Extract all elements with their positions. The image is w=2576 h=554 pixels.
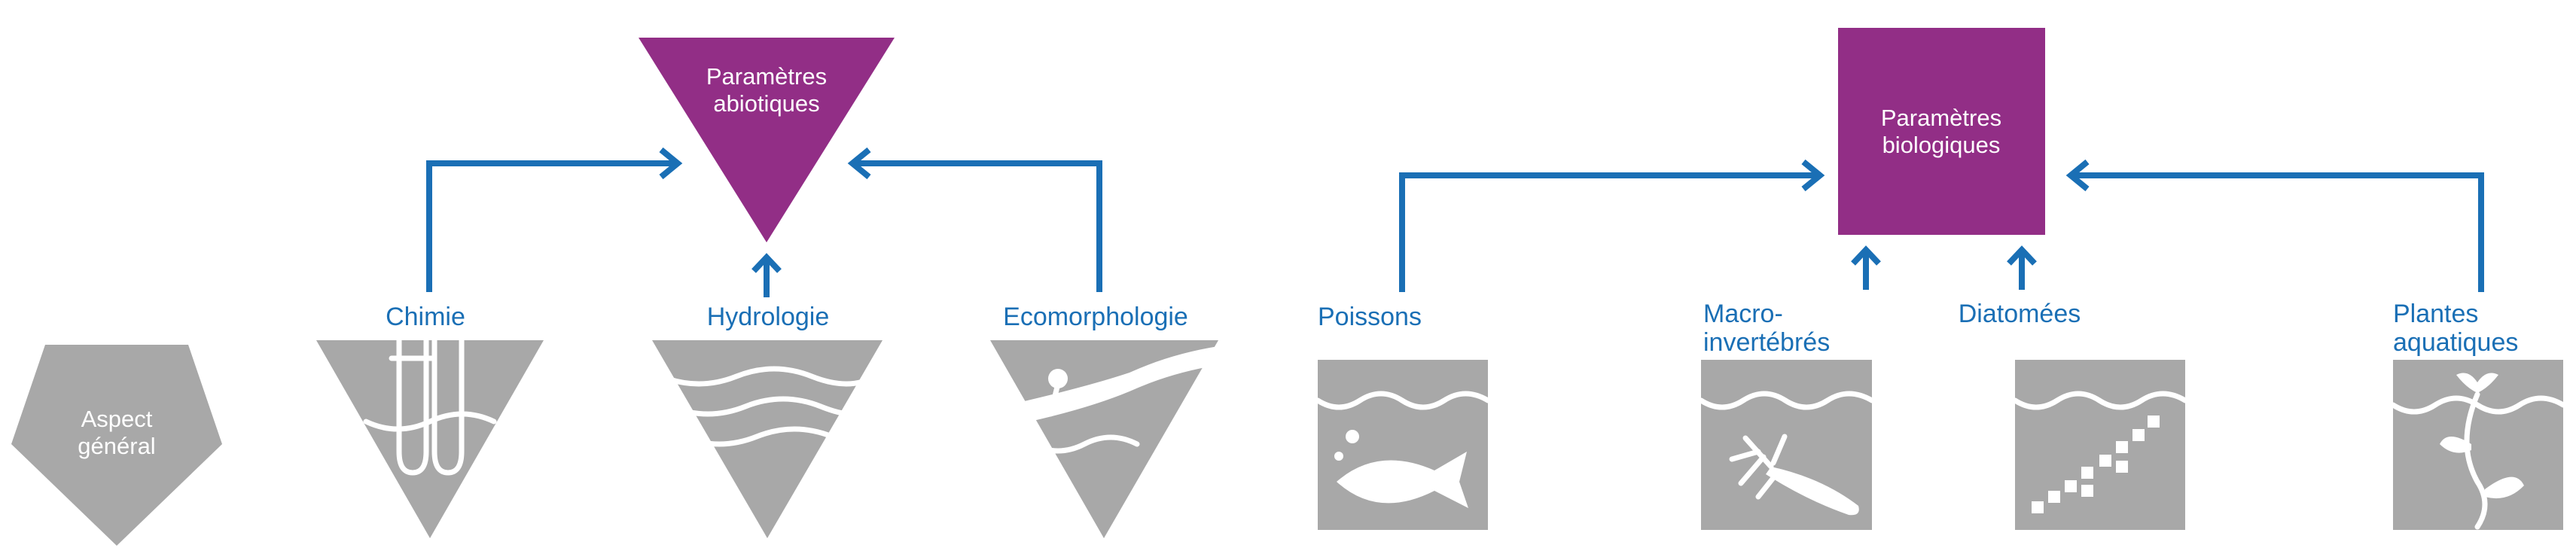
label-invertebres: invertébrés [1703, 328, 1830, 357]
abiotic-hub-triangle [639, 38, 895, 242]
arrow-hydrologie-head [751, 253, 782, 273]
arrow-poissons-head [1801, 159, 1825, 192]
abiotic-arrows [426, 147, 1102, 297]
aspect-general-node: Aspect général [11, 345, 222, 546]
arrow-plantes-head [2065, 159, 2090, 192]
abiotic-hub-line1: Paramètres [706, 63, 827, 90]
aspect-general-line2: général [78, 433, 155, 459]
label-hydrologie: Hydrologie [707, 303, 830, 331]
diatom-chain-icon [2012, 360, 2188, 530]
test-tubes-icon [316, 336, 544, 538]
abiotic-hub-line2: abiotiques [713, 90, 819, 117]
fish-icon [1315, 360, 1491, 530]
arrow-ecomorphologie-to-abiotic [856, 160, 1102, 292]
insect-larva-icon [1698, 360, 1875, 530]
arrow-chimie-head [659, 147, 683, 180]
label-chimie: Chimie [386, 303, 465, 331]
aquatic-plant-icon [2390, 360, 2566, 530]
arrow-plantes-to-biotic [2075, 172, 2484, 292]
biotic-hub: Paramètres biologiques [1838, 28, 2045, 235]
aspect-general-pentagon [11, 345, 222, 546]
label-aquatiques: aquatiques [2393, 328, 2518, 357]
water-waves-icon [652, 340, 883, 538]
riverbank-icon [990, 340, 1218, 538]
label-plantes: Plantes [2393, 300, 2478, 328]
arrow-ecomorphologie-head [847, 147, 871, 180]
label-poissons: Poissons [1318, 303, 1422, 331]
aspect-general-line1: Aspect [81, 406, 153, 432]
arrow-poissons-to-biotic [1399, 172, 1816, 292]
label-macro: Macro- [1703, 300, 1783, 328]
label-diatomees: Diatomées [1959, 300, 2081, 328]
biotic-hub-line2: biologiques [1882, 132, 2001, 158]
arrow-chimie-to-abiotic [426, 160, 674, 292]
biotic-arrows [1399, 159, 2484, 292]
abiotic-hub: Paramètres abiotiques [639, 38, 895, 242]
biotic-hub-square [1838, 28, 2045, 235]
arrow-diatomees-head [2007, 245, 2037, 266]
biotic-hub-line1: Paramètres [1881, 105, 2001, 131]
label-ecomorphologie: Ecomorphologie [1003, 303, 1188, 331]
arrow-macroinvertebres-head [1851, 245, 1881, 266]
